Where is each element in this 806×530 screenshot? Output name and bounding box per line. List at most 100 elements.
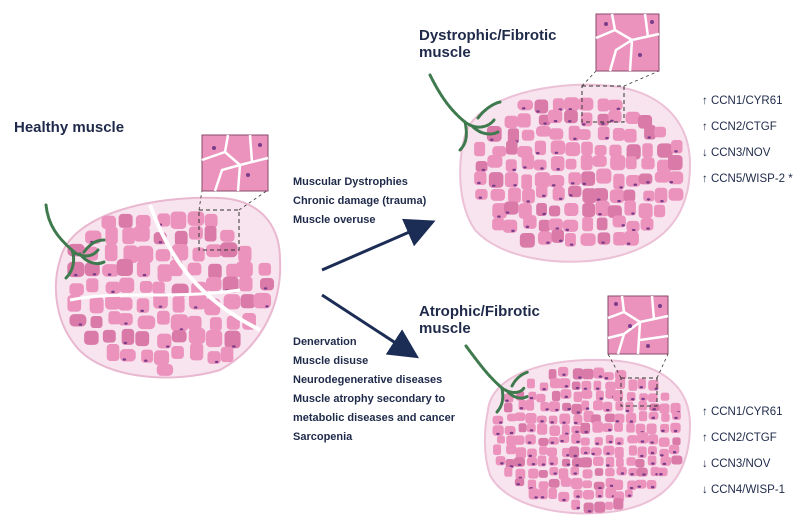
nucleus: [166, 345, 170, 347]
muscle-fiber: [629, 379, 638, 390]
nucleus: [661, 430, 665, 432]
muscle-fiber: [613, 498, 623, 509]
nucleus: [626, 410, 630, 412]
muscle-fiber: [581, 438, 590, 446]
muscle-fiber: [514, 435, 525, 444]
nucleus: [605, 137, 609, 139]
muscle-fiber: [639, 174, 653, 185]
nucleus: [511, 230, 515, 232]
nucleus: [641, 398, 645, 400]
nucleus: [264, 287, 268, 289]
muscle-fiber: [122, 227, 135, 244]
nucleus: [628, 494, 632, 496]
muscle-fiber: [549, 425, 560, 436]
muscle-fiber: [639, 411, 647, 421]
muscle-fiber: [154, 350, 169, 365]
nucleus: [641, 440, 645, 442]
nucleus: [540, 420, 544, 422]
nucleus: [265, 305, 269, 307]
muscle-fiber: [626, 423, 635, 433]
muscle-fiber: [593, 457, 604, 466]
muscle-fiber: [583, 490, 594, 499]
marker-item: ↓ CCN3/NOV: [702, 140, 793, 166]
muscle-fiber: [597, 217, 608, 230]
nucleus: [93, 273, 97, 275]
dystrophic-causes-list: Muscular Dystrophies Chronic damage (tra…: [293, 173, 426, 230]
muscle-fiber: [224, 294, 241, 309]
muscle-fiber: [668, 155, 683, 170]
muscle-fiber: [206, 330, 222, 347]
healthy-muscle-section: [56, 190, 280, 378]
dystrophic-markers-list: ↑ CCN1/CYR61 ↑ CCN2/CTGF ↓ CCN3/NOV ↑ CC…: [702, 88, 793, 192]
muscle-fiber: [605, 468, 614, 476]
muscle-fiber: [553, 187, 565, 201]
nucleus: [534, 496, 538, 498]
nucleus: [541, 496, 545, 498]
muscle-fiber: [561, 478, 572, 487]
nucleus: [617, 108, 621, 110]
muscle-fiber: [549, 128, 563, 139]
dystrophic-muscle-section: [460, 71, 690, 262]
muscle-fiber: [573, 368, 583, 379]
muscle-fiber: [210, 317, 222, 331]
muscle-fiber: [657, 468, 667, 477]
nucleus: [598, 487, 602, 489]
muscle-fiber: [527, 448, 537, 457]
muscle-fiber: [616, 458, 624, 467]
muscle-fiber: [529, 488, 540, 499]
muscle-fiber: [578, 98, 593, 111]
nucleus: [610, 485, 614, 487]
muscle-fiber: [528, 468, 538, 478]
nucleus: [492, 185, 496, 187]
nucleus: [553, 472, 557, 474]
cause-item: Muscle overuse: [293, 211, 426, 230]
muscle-fiber: [661, 393, 670, 401]
muscle-fiber: [539, 446, 547, 455]
muscle-fiber: [188, 211, 205, 226]
muscle-fiber: [519, 423, 527, 432]
nucleus: [510, 432, 514, 434]
muscle-fiber: [610, 189, 625, 203]
muscle-fiber: [173, 296, 185, 313]
nucleus: [542, 195, 546, 197]
atrophic-zoom-inset-icon: [608, 296, 668, 354]
muscle-fiber: [536, 394, 545, 403]
cause-item: Denervation: [293, 333, 455, 352]
muscle-fiber: [595, 145, 607, 156]
muscle-fiber: [207, 351, 220, 364]
muscle-fiber: [595, 468, 603, 476]
muscle-fiber: [549, 175, 565, 187]
nucleus: [482, 169, 486, 171]
muscle-fiber: [103, 330, 116, 343]
muscle-fiber: [521, 174, 532, 189]
nucleus: [573, 138, 577, 140]
muscle-fiber: [637, 468, 648, 477]
atrophic-muscle-section: [485, 354, 690, 513]
muscle-fiber: [504, 467, 512, 477]
muscle-fiber: [553, 98, 564, 111]
nucleus: [479, 197, 483, 199]
nucleus: [630, 420, 634, 422]
muscle-fiber: [582, 203, 595, 217]
muscle-fiber: [595, 201, 609, 217]
muscle-fiber: [206, 244, 222, 257]
muscle-fiber: [592, 421, 603, 433]
muscle-fiber: [536, 186, 547, 198]
nucleus: [545, 408, 549, 410]
marker-item: ↑ CCN1/CYR61: [702, 399, 785, 425]
nucleus: [651, 486, 655, 488]
nucleus: [584, 388, 588, 390]
muscle-fiber: [522, 130, 535, 141]
nucleus: [74, 274, 78, 276]
muscle-fiber: [566, 159, 577, 170]
muscle-fiber: [669, 188, 684, 201]
nucleus: [596, 387, 600, 389]
nucleus: [496, 433, 500, 435]
muscle-fiber: [220, 230, 234, 242]
nucleus: [546, 242, 550, 244]
nucleus: [627, 242, 631, 244]
atrophic-title: Atrophic/Fibrotic muscle: [419, 303, 540, 337]
nucleus: [512, 169, 516, 171]
muscle-fiber: [157, 364, 173, 376]
